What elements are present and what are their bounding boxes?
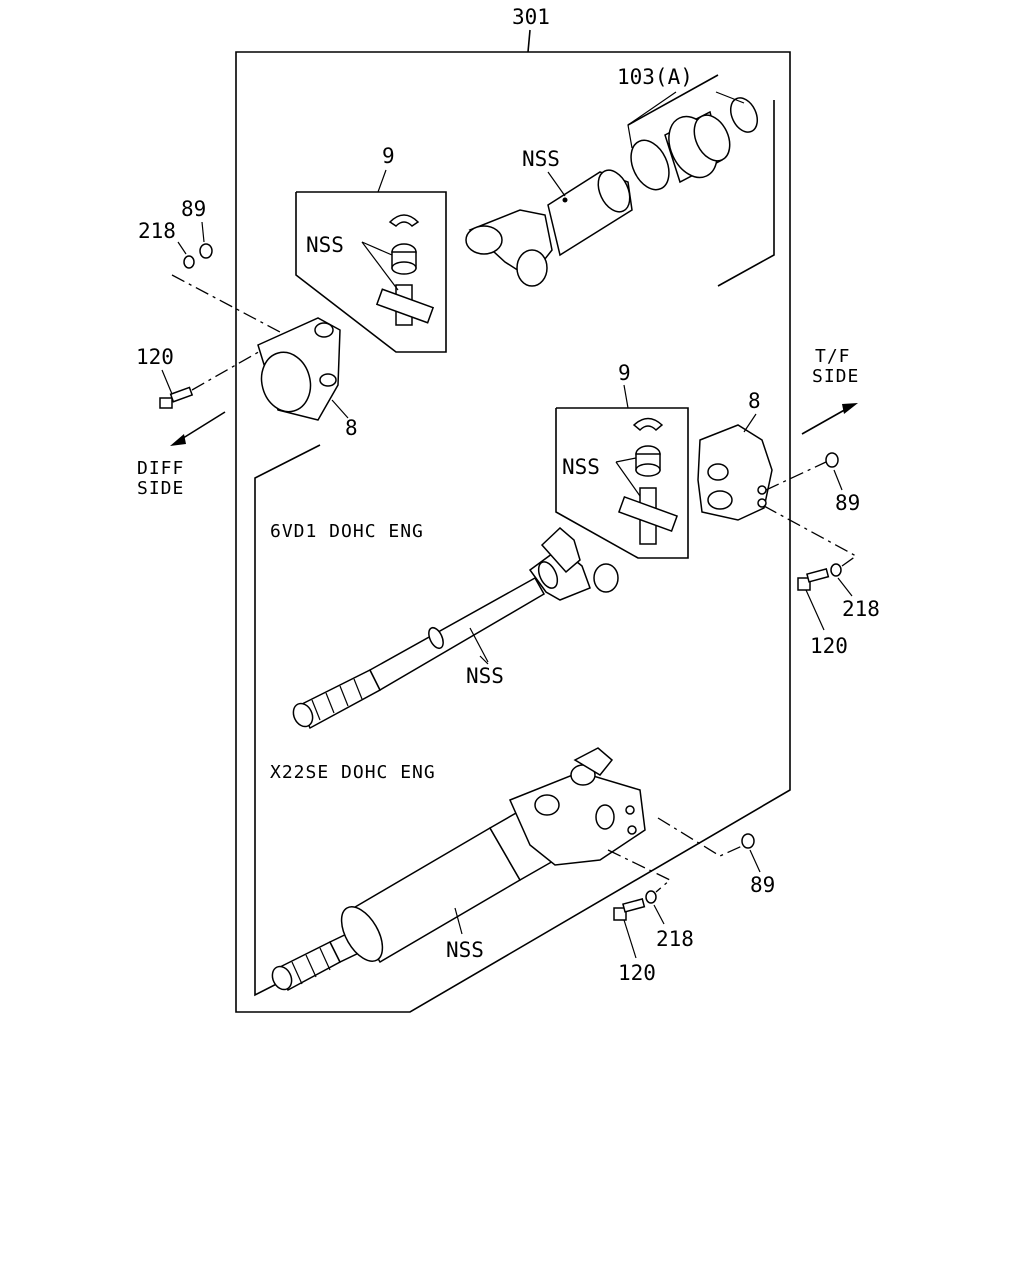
callout-washer-right: 218 — [842, 597, 880, 621]
callout-nut-left: 89 — [181, 197, 206, 221]
diff-side-arrow — [170, 411, 226, 446]
bolt-right — [797, 568, 830, 591]
bolt-left — [159, 386, 194, 409]
callout-bolt-right: 120 — [810, 634, 848, 658]
callout-nut-bottom: 89 — [750, 873, 775, 897]
washer-right — [830, 563, 842, 577]
callout-nss-ujoint-top: NSS — [306, 233, 344, 257]
nut-left — [199, 243, 213, 259]
callout-washer-left: 218 — [138, 219, 176, 243]
slip-yoke-group-outline — [627, 74, 775, 287]
bolt-bottom — [613, 898, 646, 921]
washer-bottom — [645, 890, 657, 904]
assembly-number: 301 — [512, 5, 550, 29]
callout-nss-ujoint-right: NSS — [562, 455, 600, 479]
ujoint-kit-top-box — [295, 169, 447, 353]
direction-diff-line2: SIDE — [137, 478, 184, 499]
nut-bottom — [741, 833, 755, 849]
callout-washer-bottom: 218 — [656, 927, 694, 951]
callout-flange-left: 8 — [345, 416, 358, 440]
direction-tf-line2: SIDE — [812, 366, 859, 387]
engine-variant-2: X22SE DOHC ENG — [270, 762, 436, 783]
callout-flange-right: 8 — [748, 389, 761, 413]
engine-variant-1: 6VD1 DOHC ENG — [270, 521, 424, 542]
callout-ujoint-kit-right: 9 — [618, 361, 631, 385]
shaft-6vd1 — [292, 526, 619, 730]
direction-diff-line1: DIFF — [137, 458, 184, 479]
flange-right — [697, 424, 773, 521]
callout-bolt-bottom: 120 — [618, 961, 656, 985]
nut-right — [825, 452, 839, 468]
section-divider-6vd1 — [254, 444, 321, 745]
ujoint-kit-right-box — [555, 384, 689, 559]
callout-nss-shaft-x22se: NSS — [446, 938, 484, 962]
boot-seal — [630, 97, 759, 191]
callout-bolt-left: 120 — [136, 345, 174, 369]
direction-tf-line1: T/F — [815, 346, 851, 367]
slip-yoke — [465, 169, 633, 287]
shaft-x22se — [271, 747, 646, 992]
ujoint-kit-right-parts — [617, 417, 679, 545]
ujoint-kit-top-parts — [375, 214, 435, 326]
tf-side-arrow — [801, 403, 858, 435]
callout-nss-slip-yoke: NSS — [522, 147, 560, 171]
callout-seal-ring: 103(A) — [617, 65, 693, 89]
flange-left — [257, 317, 341, 421]
washer-left — [183, 255, 195, 269]
callout-nss-shaft-6vd1: NSS — [466, 664, 504, 688]
callout-nut-right: 89 — [835, 491, 860, 515]
callout-ujoint-kit-top: 9 — [382, 144, 395, 168]
assembly-frame — [235, 29, 791, 1013]
